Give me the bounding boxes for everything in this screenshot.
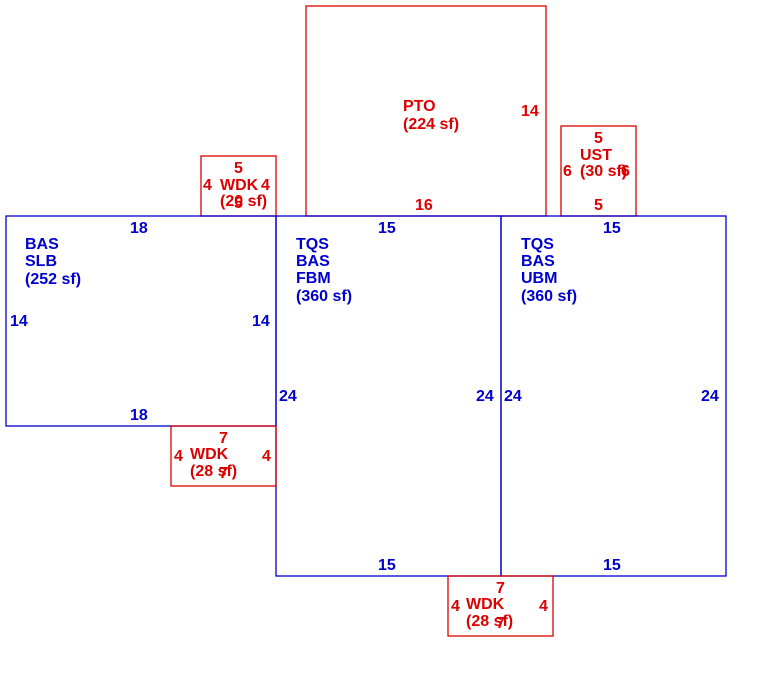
- ubm-outline: [500, 215, 727, 577]
- fbm-line3: FBM: [296, 270, 331, 287]
- ubm-dim-top: 15: [603, 220, 621, 237]
- pto-dim-right: 14: [521, 103, 539, 120]
- area-fbm: TQS BAS FBM (360 sf) 15 15 24 24: [275, 215, 502, 577]
- wdk-bot-outline: [447, 575, 554, 637]
- wdk-bot-dim-right: 4: [539, 598, 548, 615]
- ust-code: UST: [580, 147, 612, 164]
- wdk-mid-dim-top: 7: [219, 430, 228, 447]
- area-ust: 5 UST 6 (30 sf) 6 5: [560, 125, 637, 217]
- fbm-dim-top: 15: [378, 220, 396, 237]
- wdk-mid-dim-left: 4: [174, 448, 183, 465]
- slb-dim-top: 18: [130, 220, 148, 237]
- ubm-dim-bottom: 15: [603, 557, 621, 574]
- ust-area: (30 sf): [580, 163, 627, 180]
- wdk-mid-outline: [170, 425, 277, 487]
- ust-dim-bottom: 5: [594, 197, 603, 214]
- wdk-bot-dim-left: 4: [451, 598, 460, 615]
- ubm-line1: TQS: [521, 236, 554, 253]
- ubm-dim-right: 24: [701, 388, 719, 405]
- area-wdk-top: 5 4 WDK 4 5 (20 sf): [200, 155, 277, 217]
- wdk-mid-area: (28 sf): [190, 463, 237, 480]
- wdk-mid-dim-right: 4: [262, 448, 271, 465]
- slb-line1: BAS: [25, 236, 59, 253]
- ust-dim-right: 6: [621, 163, 630, 180]
- ubm-line2: BAS: [521, 253, 555, 270]
- ubm-dim-left: 24: [504, 388, 522, 405]
- slb-dim-right: 14: [252, 313, 270, 330]
- fbm-line2: BAS: [296, 253, 330, 270]
- wdk-bot-dim-bottom: 7: [496, 615, 505, 632]
- fbm-dim-bottom: 15: [378, 557, 396, 574]
- slb-dim-left: 14: [10, 313, 28, 330]
- pto-area: (224 sf): [403, 116, 459, 133]
- fbm-dim-left: 24: [279, 388, 297, 405]
- slb-dim-bottom: 18: [130, 407, 148, 424]
- ust-dim-top: 5: [594, 130, 603, 147]
- wdk-top-code: WDK: [220, 177, 259, 194]
- wdk-top-dim-left: 4: [203, 177, 212, 194]
- fbm-area: (360 sf): [296, 288, 352, 305]
- wdk-bot-dim-top: 7: [496, 580, 505, 597]
- area-wdk-mid: 7 4 WDK 4 7 (28 sf): [170, 425, 277, 487]
- area-ubm: TQS BAS UBM (360 sf) 15 15 24 24: [500, 215, 727, 577]
- ubm-line3: UBM: [521, 270, 557, 287]
- slb-area: (252 sf): [25, 271, 81, 288]
- area-wdk-bot: 7 4 WDK 4 7 (28 sf): [447, 575, 554, 637]
- fbm-line1: TQS: [296, 236, 329, 253]
- wdk-mid-code: WDK: [190, 446, 229, 463]
- wdk-top-area: (20 sf): [220, 193, 267, 210]
- area-pto: PTO (224 sf) 14 16: [305, 5, 547, 217]
- wdk-top-dim-bottom: 5: [234, 195, 243, 212]
- pto-code: PTO: [403, 98, 436, 115]
- slb-line2: SLB: [25, 253, 57, 270]
- wdk-top-dim-top: 5: [234, 160, 243, 177]
- fbm-dim-right: 24: [476, 388, 494, 405]
- ubm-area: (360 sf): [521, 288, 577, 305]
- wdk-mid-dim-bottom: 7: [219, 465, 228, 482]
- wdk-bot-code: WDK: [466, 596, 505, 613]
- pto-dim-bottom: 16: [415, 197, 433, 214]
- area-slb: BAS SLB (252 sf) 18 18 14 14: [5, 215, 277, 427]
- ust-dim-left: 6: [563, 163, 572, 180]
- wdk-top-dim-right: 4: [261, 177, 270, 194]
- wdk-bot-area: (28 sf): [466, 613, 513, 630]
